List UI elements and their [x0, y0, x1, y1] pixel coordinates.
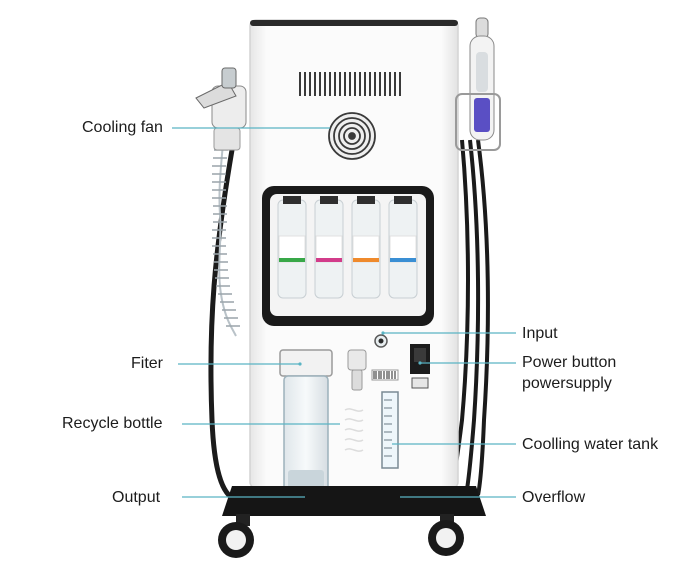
spiral-hose [218, 129, 237, 337]
label-power-button: Power button [522, 354, 617, 371]
label-output: Output [112, 489, 161, 506]
label-power-supply: powersupply [522, 375, 612, 392]
label-filter: Fiter [131, 355, 163, 372]
leader-dots [298, 331, 422, 366]
label-input: Input [522, 325, 558, 342]
bottle-4 [388, 196, 418, 299]
water-tank-gauge [381, 391, 399, 469]
panel-wave [344, 408, 364, 452]
vent-slots-icon [299, 72, 401, 96]
machine-base [222, 486, 486, 516]
bottle-3 [351, 196, 381, 299]
recycle-bottle [279, 349, 333, 503]
handpiece-icon [455, 17, 501, 151]
filter-fitting [347, 349, 367, 391]
bottle-window [270, 194, 426, 316]
input-port [374, 334, 388, 348]
label-cooling-water-tank: Coolling water tank [522, 436, 659, 453]
caster-wheel-icon [428, 514, 464, 556]
power-switch-icon [410, 344, 430, 389]
fan-grille-icon [328, 112, 376, 160]
caster-wheel-icon [218, 514, 254, 558]
handpiece-icon [195, 67, 247, 151]
left-hose [208, 149, 238, 503]
bottle-2 [314, 196, 344, 299]
label-recycle-bottle: Recycle bottle [62, 415, 163, 432]
bottle-1 [277, 196, 307, 299]
label-overflow: Overflow [522, 489, 586, 506]
barcode-sticker [371, 369, 399, 381]
label-cooling-fan: Cooling fan [82, 119, 163, 136]
leader-lines [172, 127, 516, 498]
